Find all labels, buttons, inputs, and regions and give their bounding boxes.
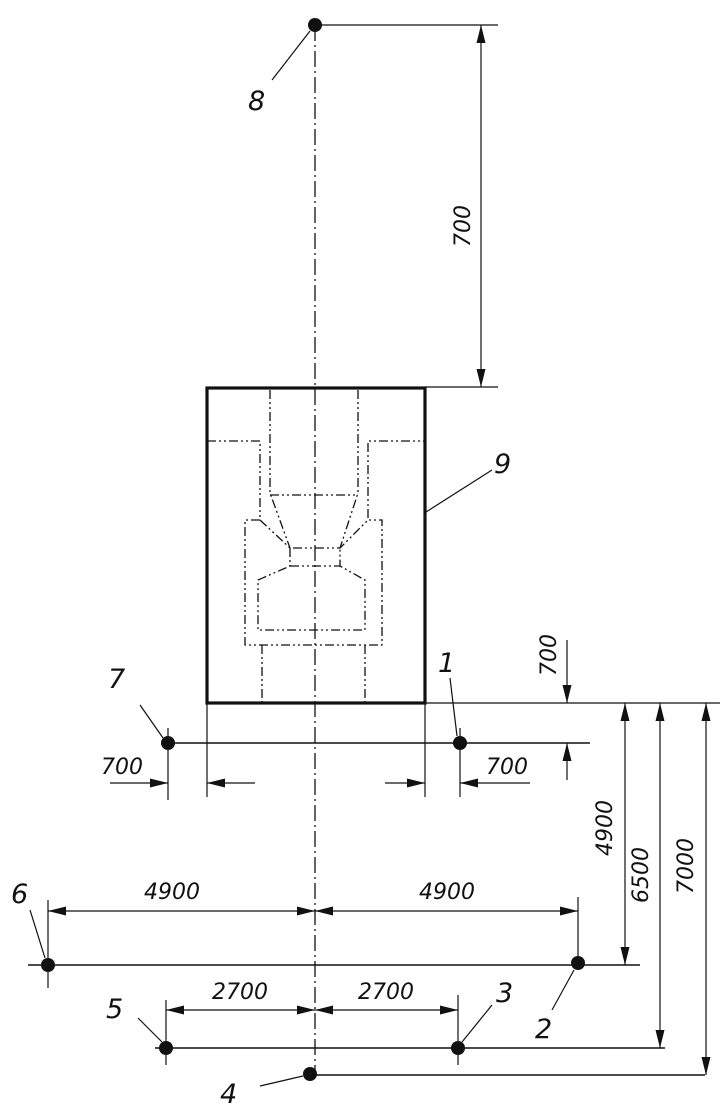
dim-right-4900: 4900 xyxy=(419,880,475,905)
arrow xyxy=(655,703,665,721)
leader-3 xyxy=(461,1004,493,1043)
label-7: 7 xyxy=(108,664,125,695)
survey-point-1 xyxy=(453,736,467,750)
label-6: 6 xyxy=(11,879,28,910)
label-8: 8 xyxy=(248,86,265,117)
arrow xyxy=(440,1005,458,1015)
label-1: 1 xyxy=(438,648,455,679)
leader-8 xyxy=(271,30,311,81)
arrow xyxy=(315,906,333,916)
dim-left-2700: 2700 xyxy=(212,980,268,1005)
arrow xyxy=(562,685,572,703)
arrow xyxy=(207,778,225,788)
label-4: 4 xyxy=(220,1079,237,1110)
arrow xyxy=(562,743,572,761)
dim-left-700: 700 xyxy=(101,755,143,780)
arrow xyxy=(701,1057,711,1075)
leader-7 xyxy=(139,704,164,739)
dim-right-2700: 2700 xyxy=(358,980,414,1005)
dim-left-4900: 4900 xyxy=(144,880,200,905)
dim-top-700: 700 xyxy=(451,205,476,247)
survey-point-4 xyxy=(303,1067,317,1081)
arrow xyxy=(476,25,486,43)
arrow xyxy=(560,906,578,916)
survey-point-3 xyxy=(451,1041,465,1055)
arrow xyxy=(48,906,66,916)
label-5: 5 xyxy=(106,994,123,1025)
survey-point-8 xyxy=(308,18,322,32)
dim-small-700: 700 xyxy=(537,634,562,676)
arrow xyxy=(166,1005,184,1015)
leader-2 xyxy=(551,969,575,1011)
leader-4 xyxy=(259,1075,304,1087)
dim-vert-7000: 7000 xyxy=(674,838,699,894)
arrow xyxy=(150,778,168,788)
survey-point-2 xyxy=(571,956,585,970)
arrow xyxy=(620,947,630,965)
dim-right-700: 700 xyxy=(486,755,528,780)
leader-5 xyxy=(137,1017,163,1043)
leader-6 xyxy=(29,909,46,959)
arrow xyxy=(655,1030,665,1048)
arrow xyxy=(620,703,630,721)
arrow xyxy=(701,703,711,721)
arrow xyxy=(297,1005,315,1015)
dim-vert-6500: 6500 xyxy=(629,847,654,903)
arrow xyxy=(297,906,315,916)
dim-vert-4900: 4900 xyxy=(593,800,618,856)
survey-point-6 xyxy=(41,958,55,972)
leader-9 xyxy=(425,469,493,513)
building-outline xyxy=(205,386,427,705)
arrow xyxy=(460,778,478,788)
equipment-outline xyxy=(207,390,425,703)
arrow xyxy=(315,1005,333,1015)
survey-point-7 xyxy=(161,736,175,750)
label-3: 3 xyxy=(496,978,513,1009)
label-2: 2 xyxy=(535,1014,552,1045)
label-9: 9 xyxy=(494,449,511,480)
arrow xyxy=(476,369,486,387)
survey-point-5 xyxy=(159,1041,173,1055)
leader-1 xyxy=(449,677,458,737)
arrow xyxy=(407,778,425,788)
